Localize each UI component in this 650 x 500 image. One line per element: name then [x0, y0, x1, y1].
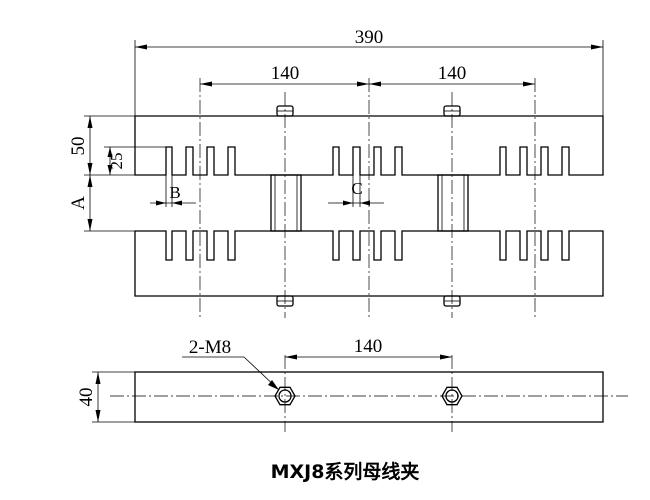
- bolt-callout: 2-M8: [182, 337, 279, 390]
- hex-nut-left: [274, 386, 296, 406]
- upper-bar-outline: [134, 115, 604, 176]
- dim-spacing-left-label: 140: [271, 63, 300, 84]
- spacer-left: [270, 174, 302, 232]
- dim-spacing: 140 140: [200, 63, 535, 87]
- dim-slot-width-label: B: [169, 183, 180, 202]
- dim-slot-depth: 25: [104, 146, 166, 175]
- dim-overall-width: 390: [134, 27, 604, 116]
- bottom-view-bar: [134, 371, 604, 423]
- dim-bottom-spacing: 140: [285, 336, 452, 360]
- dim-bottom-height-label: 40: [76, 388, 97, 407]
- dim-gap-label: A: [68, 196, 89, 210]
- dim-slot-gap: C: [328, 175, 384, 207]
- dim-slot-gap-label: C: [351, 179, 362, 198]
- drawing-title: MXJ8系列母线夹: [271, 460, 420, 483]
- lower-bar-outline: [134, 230, 604, 297]
- dim-spacing-right-label: 140: [438, 63, 467, 84]
- dim-bottom-height: 40: [76, 371, 135, 423]
- dim-bar-height: 50: [68, 115, 135, 176]
- hex-nut-right: [441, 386, 463, 406]
- dim-bottom-spacing-label: 140: [354, 336, 383, 357]
- dim-overall-width-label: 390: [355, 27, 384, 48]
- dim-bar-height-label: 50: [68, 137, 89, 156]
- spacer-right: [437, 174, 469, 232]
- dim-slot-width: B: [150, 175, 196, 207]
- bolt-callout-label: 2-M8: [189, 337, 231, 358]
- centerlines-top-view: [199, 78, 536, 318]
- dim-gap: A: [68, 175, 135, 232]
- dim-slot-depth-label: 25: [107, 153, 126, 170]
